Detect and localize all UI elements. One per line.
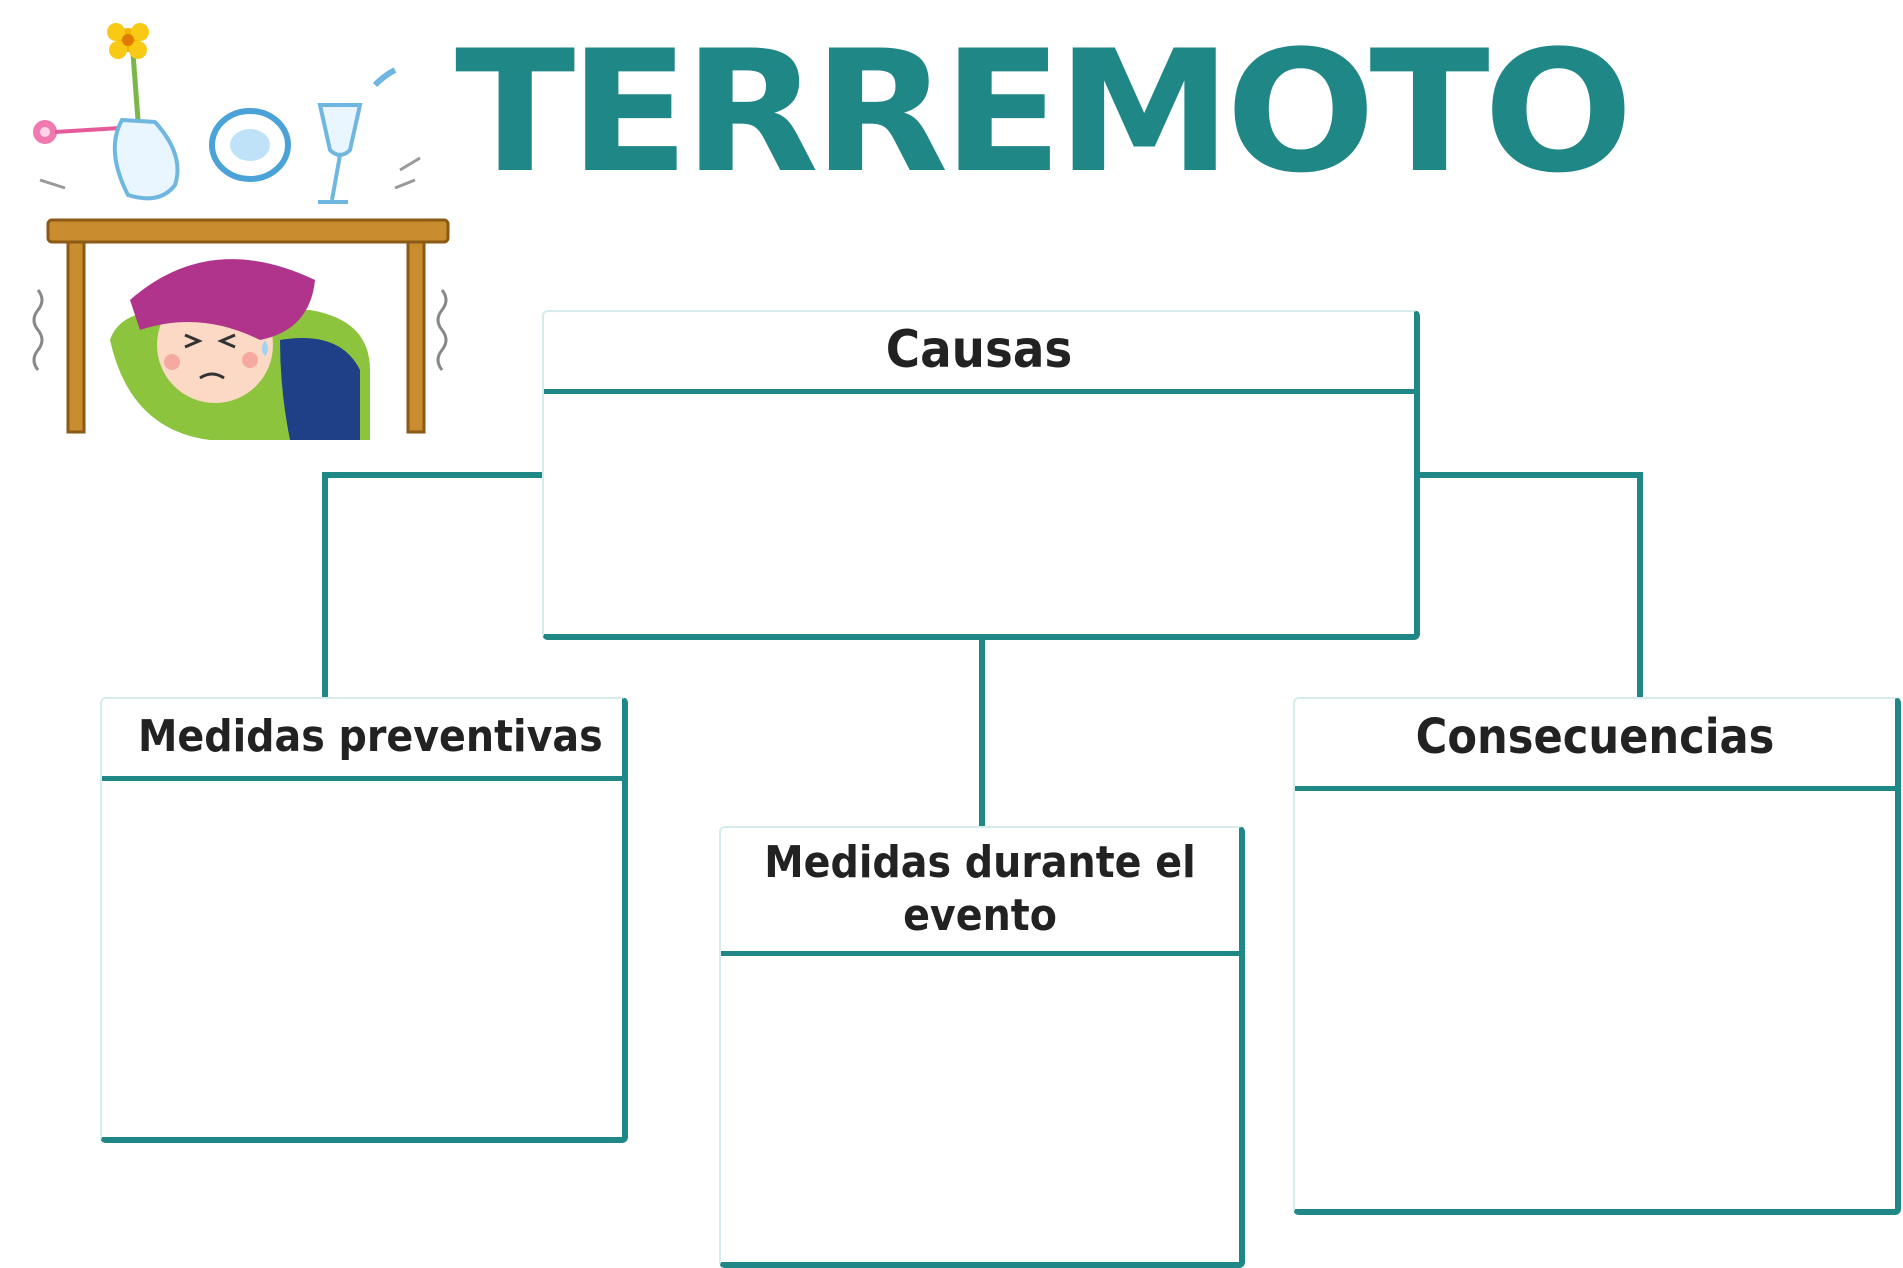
causas-header: Causas [544, 312, 1414, 394]
table-icon [46, 218, 450, 434]
medidas-durante-box: Medidas durante el evento [719, 826, 1245, 1268]
child-hiding-icon [110, 259, 370, 440]
earthquake-drill-illustration [10, 10, 450, 450]
plate-icon [209, 108, 291, 182]
page-title: TERREMOTO [455, 14, 1633, 210]
medidas-preventivas-header: Medidas preventivas [102, 699, 622, 781]
vase-icon [112, 117, 180, 201]
consecuencias-box: Consecuencias [1293, 697, 1901, 1215]
connector-causas-preventivas [322, 472, 542, 697]
connector-causas-consecuencias [1420, 472, 1643, 697]
consecuencias-header: Consecuencias [1295, 699, 1895, 791]
medidas-durante-header: Medidas durante el evento [721, 828, 1239, 956]
medidas-preventivas-box: Medidas preventivas [100, 697, 628, 1143]
causas-box: Causas [542, 310, 1420, 640]
wine-glass-icon [317, 67, 397, 204]
flower-icon [33, 23, 149, 144]
